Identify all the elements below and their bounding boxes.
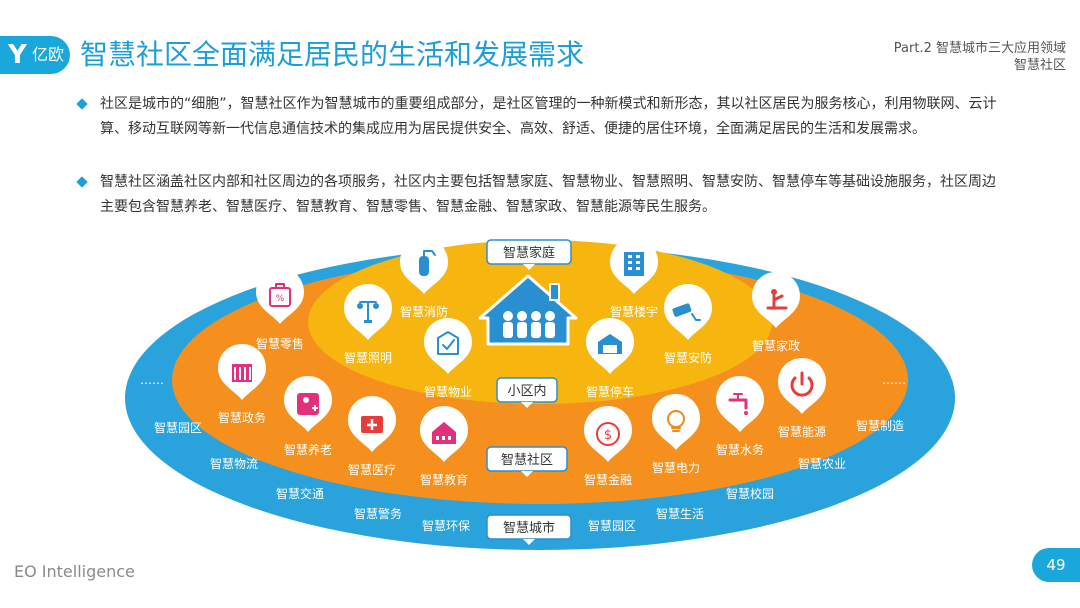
pin-marker: $ xyxy=(584,406,632,462)
page-number: 49 xyxy=(1032,548,1080,582)
service-label: 智慧安防 xyxy=(664,350,712,365)
pin-marker xyxy=(344,284,392,340)
service-label: 智慧医疗 xyxy=(348,462,396,477)
bullet-paragraph-2: 智慧社区涵盖社区内部和社区周边的各项服务，社区内主要包括智慧家庭、智慧物业、智慧… xyxy=(76,170,1008,220)
pin-marker xyxy=(664,284,712,340)
elder-care-icon xyxy=(297,393,319,415)
power-icon xyxy=(790,371,814,397)
service-label: 智慧水务 xyxy=(716,442,764,457)
pill-inner: 小区内 xyxy=(496,377,558,408)
brand-logo: Y 亿欧 xyxy=(0,36,70,74)
service-label: 智慧教育 xyxy=(420,472,468,487)
service-label: 智慧物业 xyxy=(424,384,472,399)
outer-service-label: 智慧农业 xyxy=(798,456,846,471)
svg-text:$: $ xyxy=(604,428,612,443)
pill-community: 智慧社区 xyxy=(486,446,568,477)
service-label: 智慧停车 xyxy=(586,384,634,399)
service-label: 智慧家政 xyxy=(752,338,800,353)
money-icon: $ xyxy=(596,422,620,446)
service-label: 智慧零售 xyxy=(256,336,304,351)
service-label: 智慧楼宇 xyxy=(610,304,658,319)
government-icon xyxy=(232,364,252,382)
school-icon xyxy=(432,422,456,444)
pin-marker xyxy=(284,376,332,432)
service-label: 智慧金融 xyxy=(584,472,632,487)
faucet-icon xyxy=(728,393,748,415)
street-lamp-icon xyxy=(357,301,379,323)
pin-marker xyxy=(348,396,396,452)
pill-city: 智慧城市 xyxy=(486,514,572,545)
outer-service-label: 智慧环保 xyxy=(422,518,470,533)
pin-marker xyxy=(652,394,700,450)
checklist-icon xyxy=(437,331,459,355)
outer-service-label: 智慧制造 xyxy=(856,418,904,433)
pill-label: 智慧社区 xyxy=(501,452,553,468)
page-title: 智慧社区全面满足居民的生活和发展需求 xyxy=(80,38,585,71)
bullet-paragraph-1: 社区是城市的“细胞”，智慧社区作为智慧城市的重要组成部分，是社区管理的一种新模式… xyxy=(76,92,1008,142)
light-bulb-icon xyxy=(667,410,685,432)
fire-extinguisher-icon xyxy=(419,250,436,276)
pin-marker: % xyxy=(256,268,304,324)
pill-label: 智慧城市 xyxy=(503,520,555,536)
pill-label: 小区内 xyxy=(507,383,546,399)
pill-label: 智慧家庭 xyxy=(503,245,555,261)
pin-marker xyxy=(752,272,800,328)
outer-service-label: 智慧校园 xyxy=(726,486,774,501)
paragraph-text: 智慧社区涵盖社区内部和社区周边的各项服务，社区内主要包括智慧家庭、智慧物业、智慧… xyxy=(100,174,996,215)
outer-service-label: 智慧园区 xyxy=(154,420,202,435)
cleaning-icon xyxy=(766,289,788,310)
service-label: 智慧能源 xyxy=(778,424,826,439)
service-label: 智慧养老 xyxy=(284,442,332,457)
camera-icon xyxy=(672,303,701,321)
ellipsis-left: …… xyxy=(140,373,164,387)
outer-service-label: 智慧交通 xyxy=(276,486,324,501)
service-label: 智慧消防 xyxy=(400,304,448,319)
service-label: 智慧照明 xyxy=(344,350,392,365)
shopping-bag-icon: % xyxy=(269,283,291,307)
ellipsis-right: …… xyxy=(882,373,906,387)
pin-marker xyxy=(400,238,448,294)
pin-marker xyxy=(218,344,266,400)
service-label: 智慧政务 xyxy=(218,410,266,425)
pin-marker xyxy=(420,406,468,462)
paragraph-text: 社区是城市的“细胞”，智慧社区作为智慧城市的重要组成部分，是社区管理的一种新模式… xyxy=(100,96,997,137)
section-label: Part.2 智慧城市三大应用领域 xyxy=(893,41,1066,56)
pill-home: 智慧家庭 xyxy=(486,239,572,270)
outer-service-label: 智慧园区 xyxy=(588,518,636,533)
pin-marker xyxy=(716,376,764,432)
medical-kit-icon xyxy=(361,416,383,433)
logo-text: 亿欧 xyxy=(32,45,65,64)
svg-text:%: % xyxy=(276,294,285,304)
outer-service-label: 智慧生活 xyxy=(656,506,704,521)
house-icon xyxy=(478,274,578,346)
pin-marker xyxy=(778,358,826,414)
subsection-label: 智慧社区 xyxy=(1013,58,1066,73)
pin-marker xyxy=(610,238,658,294)
outer-service-label: 智慧警务 xyxy=(354,506,402,521)
footer-brand: EO Intelligence xyxy=(14,562,135,581)
outer-service-label: 智慧物流 xyxy=(210,456,258,471)
service-label: 智慧电力 xyxy=(652,460,700,475)
garage-icon xyxy=(598,334,622,354)
building-icon xyxy=(624,252,644,276)
pin-marker xyxy=(424,318,472,374)
pin-marker xyxy=(586,318,634,374)
logo-glyph: Y xyxy=(8,40,27,70)
